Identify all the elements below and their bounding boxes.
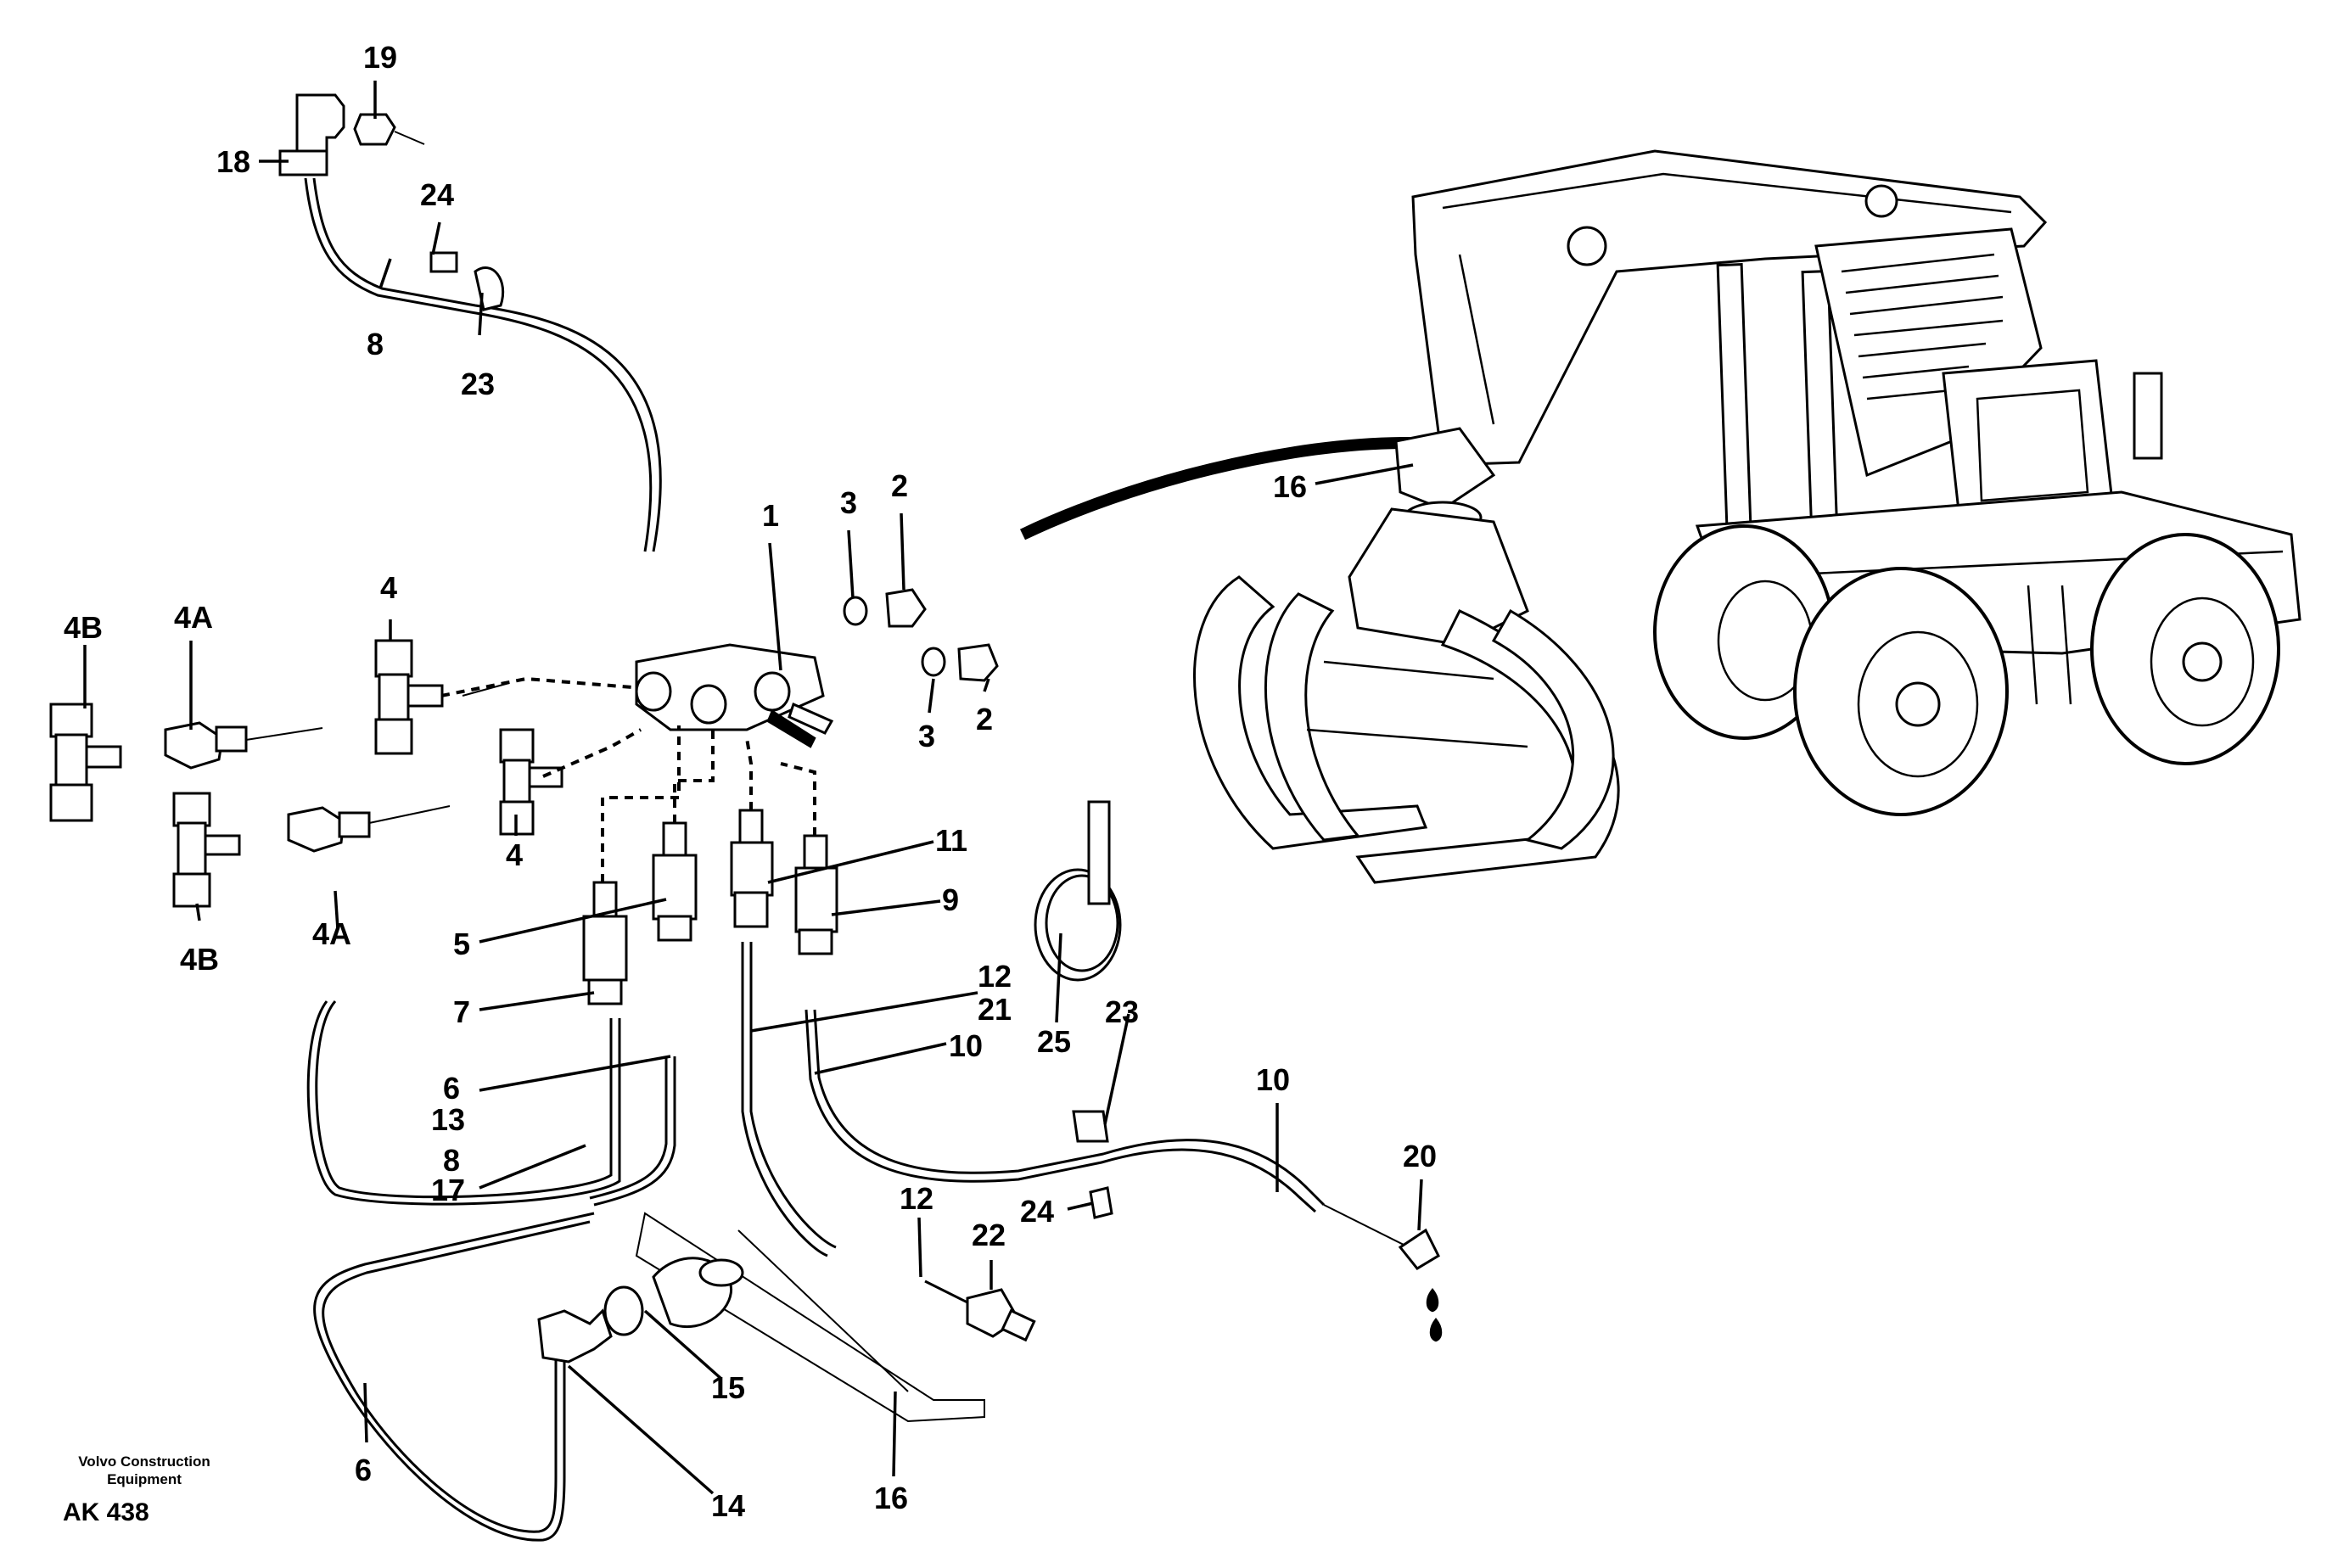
- callout-labels: 19 18 24 8 23 16 1 3 2 4B 4A 4 3 2 4 4B …: [64, 40, 1437, 1523]
- callout-15: 15: [711, 1370, 745, 1405]
- dashed-connections: [245, 676, 816, 882]
- callout-13: 13: [431, 1102, 465, 1137]
- callout-21: 21: [978, 992, 1012, 1027]
- diagram-code: AK 438: [63, 1498, 149, 1526]
- hose-10: [813, 1009, 1326, 1207]
- washer-3a: [843, 596, 868, 626]
- tee-4Ba: [49, 703, 122, 822]
- plug-2a: [885, 588, 927, 628]
- adapter-4Aa: [164, 721, 248, 770]
- clip-23: [1072, 1110, 1109, 1143]
- callout-6b: 6: [355, 1453, 372, 1487]
- credit-line-2: Equipment: [107, 1471, 182, 1487]
- hydraulic-lines: [304, 177, 1410, 1542]
- callout-4Ba: 4B: [64, 610, 103, 645]
- connector-22: [966, 1288, 1036, 1342]
- nut-19: [353, 113, 396, 146]
- callout-10a: 10: [949, 1028, 983, 1063]
- callout-4Ab: 4A: [312, 916, 351, 951]
- fitting-15: [603, 1257, 744, 1336]
- callout-24b: 24: [1020, 1194, 1054, 1229]
- log-loader-machine: [1019, 149, 2301, 884]
- callout-10b: 10: [1256, 1062, 1290, 1097]
- cable-tie-25: [1034, 800, 1122, 982]
- callout-3a: 3: [840, 485, 857, 520]
- callout-8b: 8: [443, 1143, 460, 1178]
- washer-3b: [921, 647, 946, 677]
- callout-12a: 12: [978, 959, 1012, 994]
- callout-5: 5: [453, 927, 470, 961]
- bolt-24: [1089, 1186, 1113, 1219]
- hose-loop-left: [315, 1000, 613, 1199]
- hose-12-21: [749, 942, 837, 1249]
- callout-23b: 23: [1105, 994, 1139, 1029]
- coupling-5: [652, 821, 698, 942]
- callout-2b: 2: [976, 702, 993, 736]
- callout-25: 25: [1037, 1024, 1071, 1059]
- nozzle-20: [1398, 1228, 1440, 1270]
- elbow-14: [537, 1308, 613, 1364]
- callout-2a: 2: [891, 468, 908, 503]
- tee-4a: [374, 639, 444, 755]
- boom: [1411, 149, 2048, 467]
- callout-6a: 6: [443, 1071, 460, 1106]
- bracket-16: [635, 1212, 985, 1423]
- callout-19: 19: [363, 40, 397, 75]
- callout-7: 7: [453, 994, 470, 1029]
- callout-23a: 23: [461, 367, 495, 401]
- fittings: [49, 93, 1443, 1364]
- hose-8-lower: [593, 1056, 676, 1207]
- hose-8-upper: [312, 177, 662, 552]
- callout-16b: 16: [874, 1481, 908, 1515]
- callout-17: 17: [431, 1173, 465, 1207]
- hose-6-lower: [313, 1212, 595, 1542]
- callout-8a: 8: [367, 327, 384, 361]
- callout-20: 20: [1403, 1139, 1437, 1173]
- distributor-block-1: [635, 643, 834, 748]
- callout-3b: 3: [918, 719, 935, 753]
- callout-14: 14: [711, 1488, 745, 1523]
- callout-4Aa: 4A: [174, 600, 213, 635]
- callout-22: 22: [972, 1218, 1006, 1252]
- rear-right-wheel: [2090, 533, 2280, 765]
- callout-12b: 12: [900, 1181, 933, 1216]
- callout-9: 9: [942, 882, 959, 917]
- callout-4a: 4: [380, 570, 397, 605]
- adapter-4Ab: [287, 806, 371, 853]
- callout-24a: 24: [420, 177, 454, 212]
- plug-2b: [957, 643, 999, 682]
- callout-11: 11: [935, 823, 967, 858]
- tee-4Bb: [172, 792, 241, 908]
- grapple-hose: [1019, 436, 1414, 540]
- lift-cylinder: [1716, 263, 1753, 555]
- credit-line-1: Volvo Construction: [78, 1453, 210, 1470]
- callout-16a: 16: [1273, 469, 1307, 504]
- leader-lines: [83, 81, 1423, 1495]
- coupling-11: [730, 809, 774, 928]
- tee-4b: [499, 728, 563, 836]
- callout-4Bb: 4B: [180, 942, 219, 977]
- log-grapple: [1193, 507, 1620, 884]
- callout-18: 18: [216, 144, 250, 179]
- coupling-7: [582, 881, 628, 1005]
- coupling-9: [794, 834, 838, 955]
- callout-1: 1: [762, 498, 779, 533]
- publisher-credit: Volvo Construction Equipment: [64, 1453, 225, 1488]
- callout-4b: 4: [506, 837, 523, 872]
